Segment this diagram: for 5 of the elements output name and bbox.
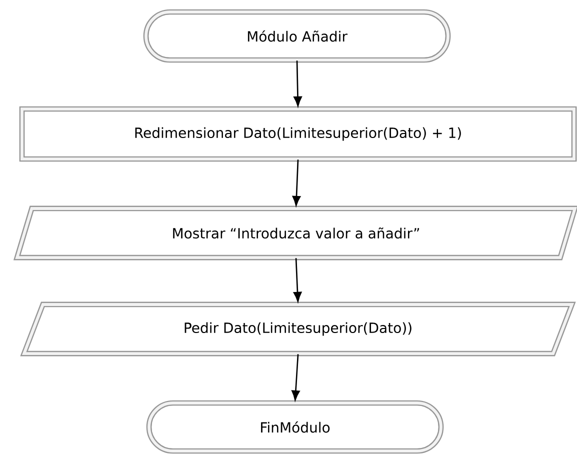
process-box: Redimensionar Dato(Limitesuperior(Dato) + 1) <box>19 106 577 162</box>
arrow <box>293 258 302 302</box>
arrow <box>292 160 301 206</box>
arrow <box>292 354 300 400</box>
arrow <box>294 60 302 106</box>
